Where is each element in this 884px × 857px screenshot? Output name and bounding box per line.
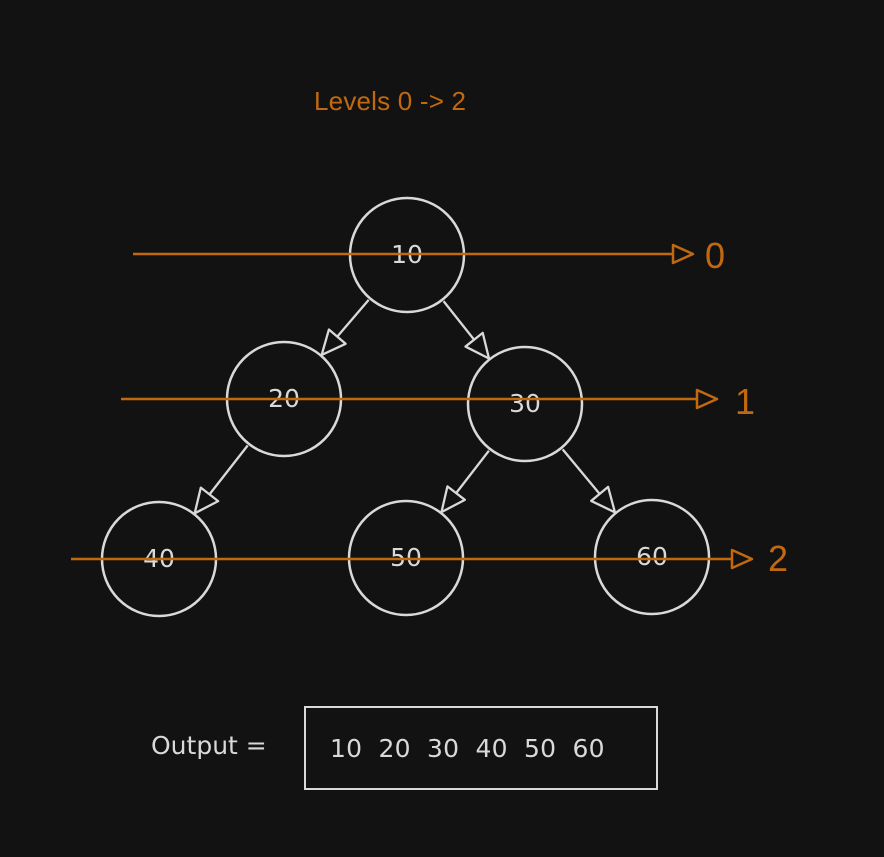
edges-layer	[193, 299, 617, 515]
edge-n20-n40	[193, 444, 249, 515]
node-label: 50	[390, 543, 422, 572]
edge-n10-n30	[442, 300, 491, 360]
tree-node-60: 60	[593, 498, 711, 616]
level-label: 2	[768, 538, 788, 579]
levels-layer: 0 1 2	[71, 235, 788, 579]
node-label: 30	[509, 389, 541, 418]
node-circle	[593, 498, 711, 616]
node-circle	[466, 345, 584, 463]
node-label: 60	[636, 542, 668, 571]
level-label: 1	[735, 381, 755, 422]
edge-n10-n20	[320, 299, 370, 357]
level-label: 0	[705, 235, 725, 276]
diagram-title: Levels 0 -> 2	[314, 86, 467, 116]
edge-n30-n60	[561, 448, 617, 514]
output-label: Output =	[151, 731, 267, 760]
edge-n30-n50	[440, 449, 490, 514]
level-line-1: 1	[121, 381, 755, 422]
output-box: 10 20 30 40 50 60	[304, 706, 658, 790]
level-line-2: 2	[71, 538, 788, 579]
level-line-0: 0	[133, 235, 725, 276]
tree-node-30: 30	[466, 345, 584, 463]
